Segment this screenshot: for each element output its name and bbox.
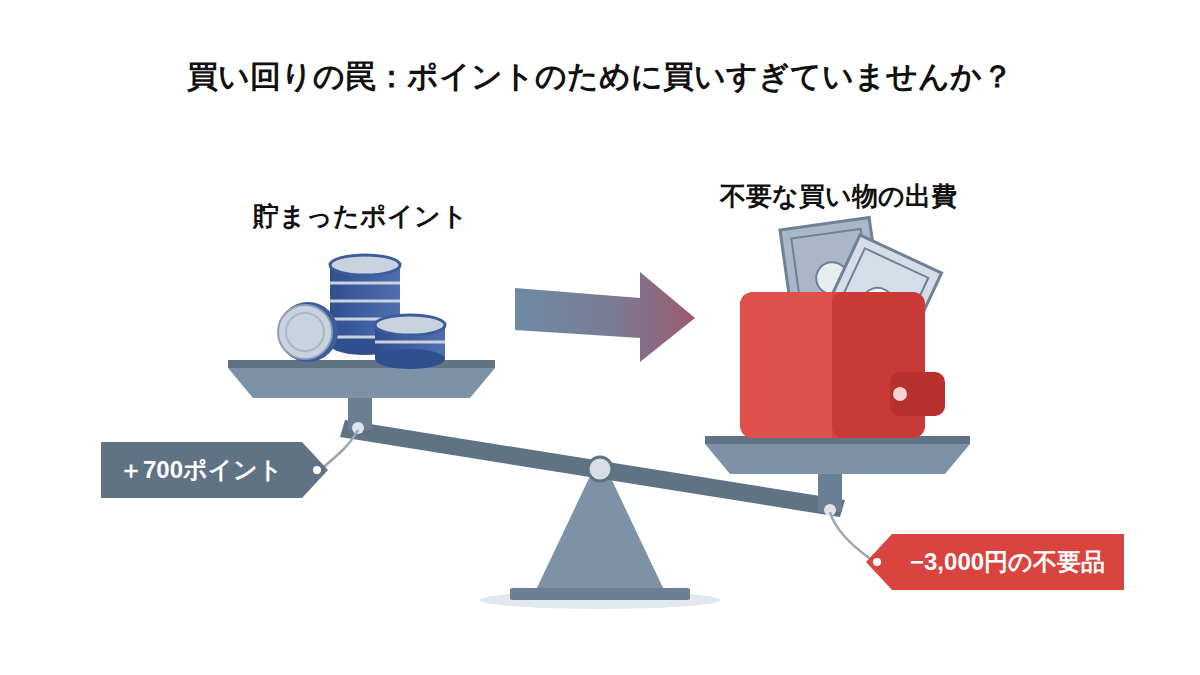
tag-text: ＋700ポイント xyxy=(119,454,328,486)
heading-label: 不要な買い物の出費 xyxy=(720,179,957,214)
tag-string xyxy=(320,430,358,470)
left-pan xyxy=(228,360,495,398)
left-pan-rim xyxy=(228,360,495,368)
tag-string xyxy=(830,512,872,560)
pivot xyxy=(588,457,612,481)
wallet xyxy=(740,292,945,438)
tag-text: −3,000円の不要品 xyxy=(910,546,1124,578)
coin-stack xyxy=(278,255,445,369)
tag-hole xyxy=(873,558,881,566)
flow-arrow xyxy=(515,272,695,362)
tag-body xyxy=(101,442,328,498)
scale-foot xyxy=(510,588,690,600)
tag-hole xyxy=(313,466,321,474)
heading-label: 貯まったポイント xyxy=(253,199,468,234)
right-pan xyxy=(705,436,970,474)
title: 買い回りの罠：ポイントのために買いすぎていませんか？ xyxy=(187,56,1013,98)
price-tag: ＋700ポイント xyxy=(101,442,328,498)
tag-body xyxy=(866,534,1124,590)
price-tag: −3,000円の不要品 xyxy=(866,534,1124,590)
